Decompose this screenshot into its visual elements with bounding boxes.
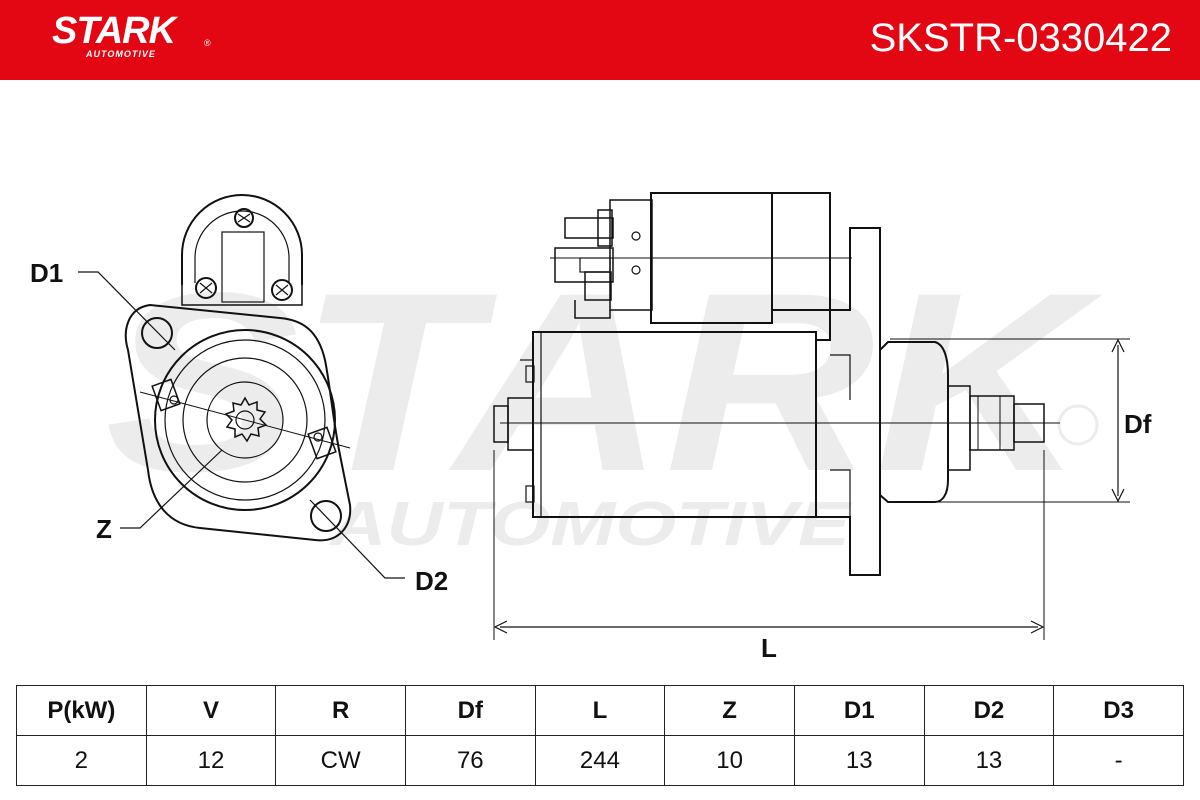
value-cell: 244 — [534, 735, 666, 786]
front-body-ring-2 — [182, 357, 308, 483]
technical-drawing: STARK AUTOMOTIVE — [30, 192, 1152, 663]
watermark-sub: AUTOMOTIVE — [327, 490, 852, 559]
front-pinion-gear-icon — [224, 396, 268, 443]
front-solenoid-inner — [194, 210, 290, 283]
header-cell: Df — [404, 685, 536, 736]
header-cell: R — [275, 685, 406, 736]
label-l: L — [761, 633, 777, 663]
front-mount-hole-d1 — [141, 317, 173, 349]
watermark: STARK AUTOMOTIVE — [105, 240, 1103, 559]
label-d1: D1 — [30, 258, 63, 288]
value-cell: 12 — [145, 735, 277, 786]
front-right-screw-icon — [271, 279, 293, 301]
header-cell: Z — [664, 685, 795, 736]
label-z: Z — [96, 514, 112, 544]
front-view — [78, 194, 405, 579]
logo-registered-mark: ® — [204, 38, 211, 48]
front-mount-hole-d2 — [310, 500, 342, 532]
front-flange-outline — [124, 303, 352, 542]
front-tab-left — [151, 378, 181, 412]
stark-logo: STARK ® AUTOMOTIVE — [52, 10, 211, 59]
leader-z — [120, 449, 223, 529]
value-cell: 13 — [923, 735, 1055, 786]
logo-brand-name: STARK — [52, 10, 176, 52]
header-cell: P(kW) — [16, 685, 147, 736]
side-drive-housing — [815, 227, 881, 576]
watermark-registered-icon — [1057, 404, 1099, 446]
header-cell: D1 — [793, 685, 925, 736]
value-cell: 13 — [793, 735, 925, 786]
value-cell: 76 — [404, 735, 536, 786]
front-body-ring — [164, 339, 326, 501]
front-top-screw-icon — [234, 208, 254, 228]
front-solenoid-cap — [181, 194, 303, 285]
value-cell: - — [1053, 735, 1184, 786]
side-solenoid-end — [772, 192, 831, 311]
front-solenoid-terminal — [221, 231, 265, 303]
front-left-screw-icon — [195, 277, 217, 299]
label-d2: D2 — [415, 566, 448, 596]
value-cell: 2 — [16, 735, 147, 786]
spec-table-value-row: 2 12 CW 76 244 10 13 13 - — [16, 735, 1184, 786]
side-terminal-low — [584, 271, 612, 301]
part-number: SKSTR-0330422 — [869, 16, 1172, 60]
front-centerline — [139, 391, 351, 449]
front-body-ring-3 — [206, 381, 284, 459]
header-cell: V — [145, 685, 277, 736]
leader-d2 — [309, 499, 405, 579]
side-view — [493, 192, 1130, 640]
header-cell: L — [534, 685, 666, 736]
front-body-outer — [154, 329, 336, 511]
value-cell: 10 — [664, 735, 795, 786]
header-cell: D3 — [1053, 685, 1184, 736]
side-terminal-mid — [554, 247, 614, 283]
front-tab-right — [307, 426, 337, 460]
spec-table-header-row: P(kW) V R Df L Z D1 D2 D3 — [16, 685, 1184, 736]
label-df: Df — [1124, 409, 1152, 439]
value-cell: CW — [275, 735, 406, 786]
logo-subline: AUTOMOTIVE — [86, 49, 156, 59]
header-cell: D2 — [923, 685, 1055, 736]
side-terminal-top — [564, 217, 614, 239]
leader-d1 — [78, 271, 176, 351]
side-solenoid-cap — [609, 199, 653, 311]
header-bar: STARK ® AUTOMOTIVE SKSTR-0330422 — [0, 0, 1200, 80]
spec-table: P(kW) V R Df L Z D1 D2 D3 2 12 CW 76 244… — [16, 685, 1184, 786]
